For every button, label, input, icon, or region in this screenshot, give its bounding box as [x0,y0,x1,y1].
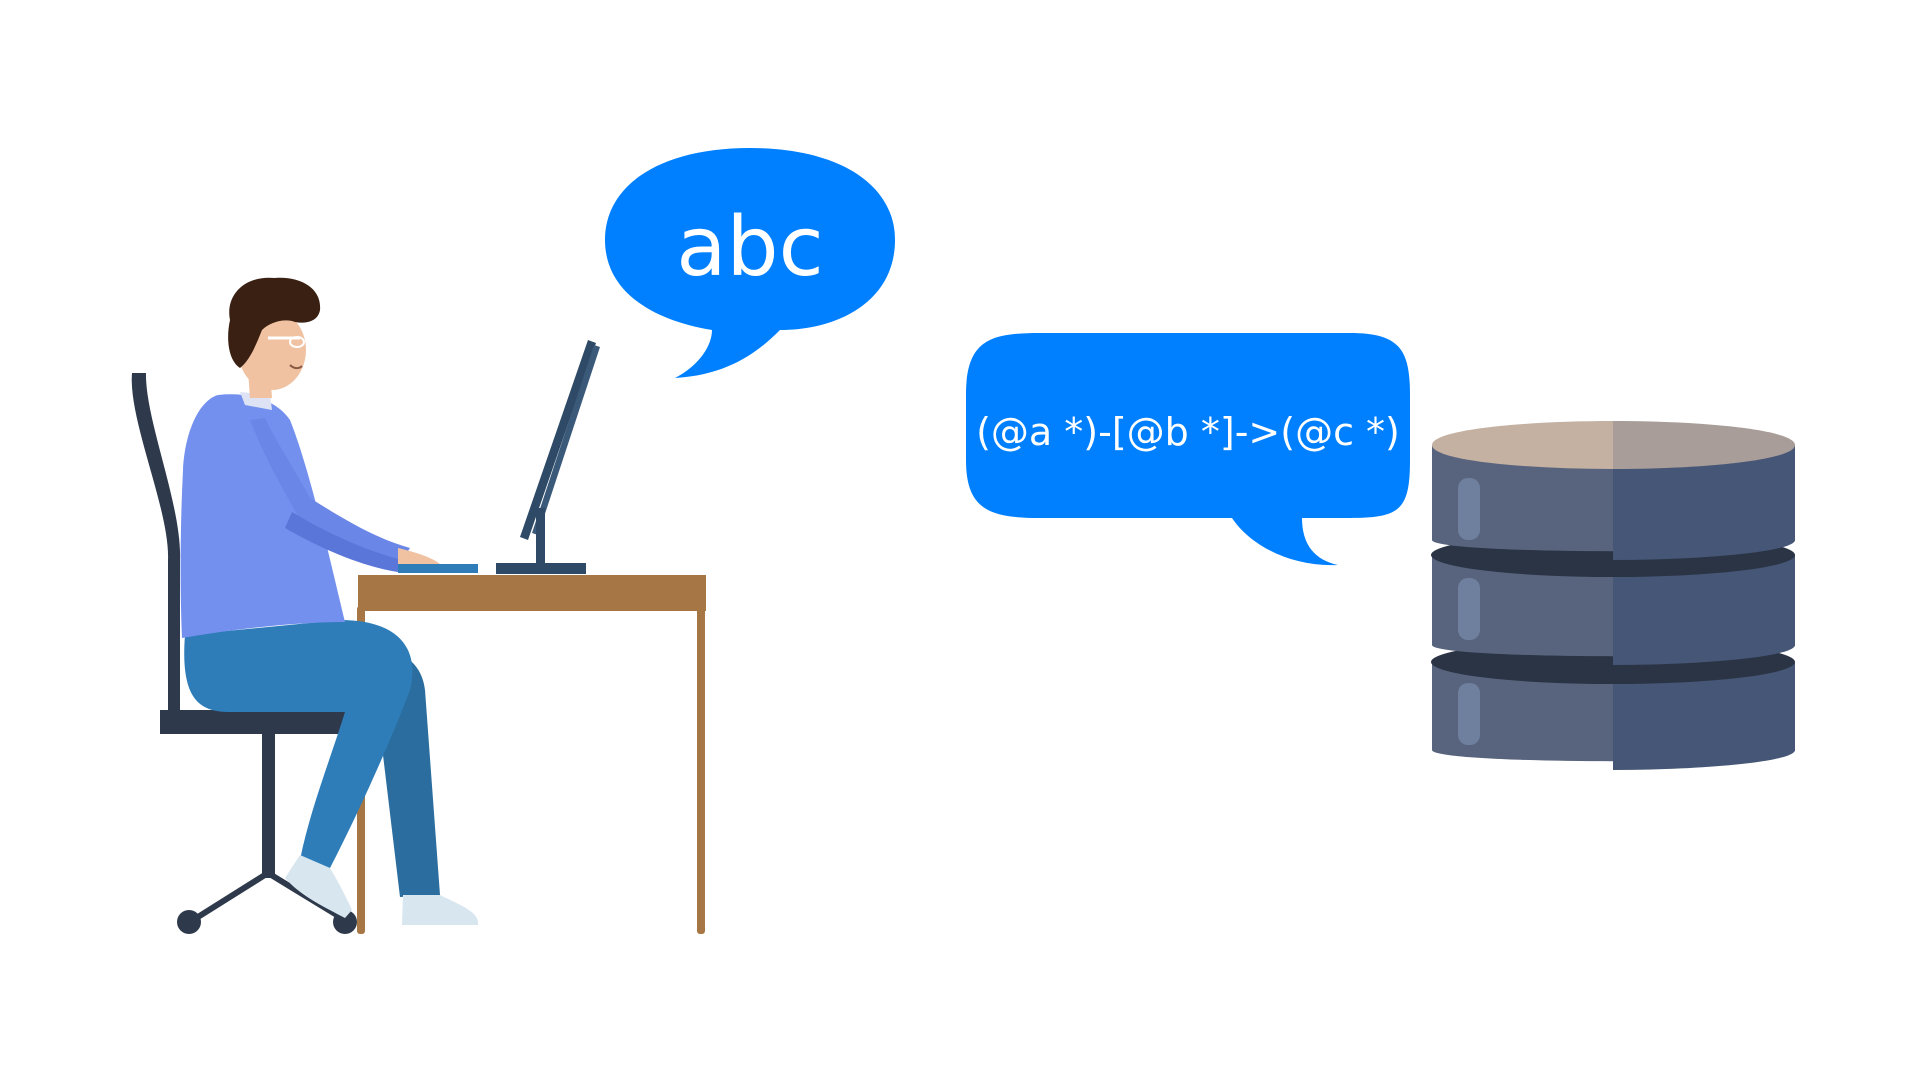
query-bubble-text: (@a *)-[@b *]->(@c *) [976,410,1400,454]
person-at-computer-icon [180,277,479,925]
database-icon [1431,421,1795,770]
desk [357,575,706,934]
user-bubble-text: abc [676,200,823,295]
user-speech-bubble: abc [605,148,895,378]
chair [131,373,370,934]
computer-monitor [398,340,600,574]
query-speech-bubble: (@a *)-[@b *]->(@c *) [966,333,1410,566]
